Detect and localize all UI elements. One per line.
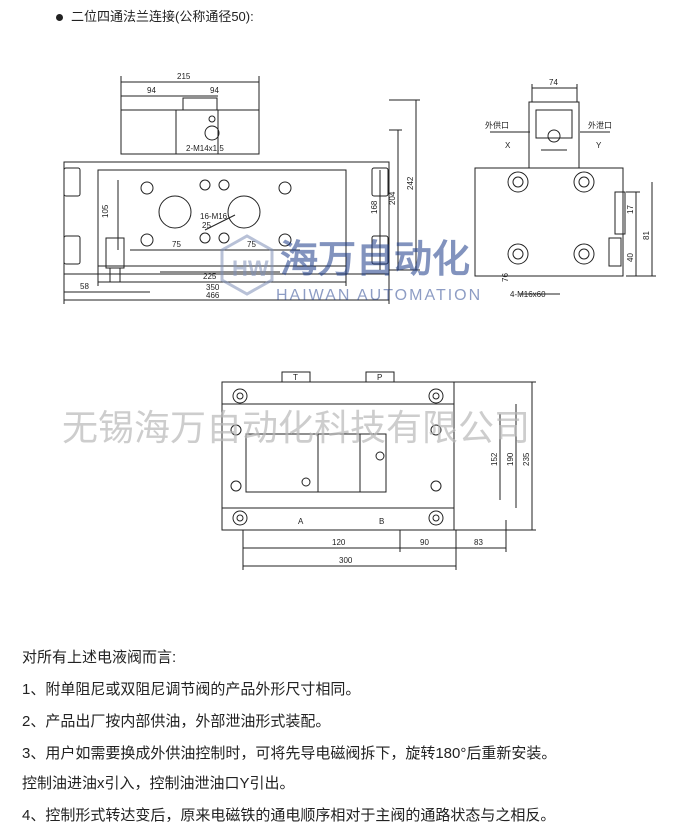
- port-b: B: [379, 517, 384, 526]
- bullet-icon: [56, 14, 63, 22]
- note-item-2: 2、产品出厂按内部供油，外部泄油形式装配。: [22, 713, 331, 730]
- dim-4-m16: 4-M16x60: [510, 290, 546, 299]
- heading-text: 二位四通法兰连接(公称通径50):: [71, 9, 254, 24]
- dim-74: 74: [549, 78, 558, 87]
- note-item-1: 1、附单阻尼或双阻尼调节阀的产品外形尺寸相同。: [22, 681, 361, 698]
- label-y: Y: [596, 141, 602, 150]
- dim-105: 105: [101, 204, 110, 218]
- side-main-body: [474, 167, 624, 277]
- notes-intro: 对所有上述电液阀而言:: [22, 649, 177, 666]
- label-drain-port: 外泄口: [588, 120, 612, 130]
- dim-40: 40: [626, 253, 635, 262]
- dim-190: 190: [506, 452, 515, 466]
- dim-90: 90: [420, 538, 429, 547]
- top-view: [221, 371, 536, 570]
- label-x: X: [505, 141, 511, 150]
- top-pilot-valve: [245, 433, 387, 493]
- dim-152: 152: [490, 452, 499, 466]
- dim-83: 83: [474, 538, 483, 547]
- main-body: [63, 161, 390, 275]
- watermark-company: 无锡海万自动化科技有限公司: [62, 407, 530, 448]
- top-main-body: [221, 381, 455, 531]
- dim-81: 81: [642, 231, 651, 240]
- dim-16-m16: 16-M16: [200, 212, 228, 221]
- port-t: T: [293, 373, 298, 382]
- pilot-port-circle: [204, 125, 220, 141]
- dim-thread: 2-M14x1.5: [186, 144, 224, 153]
- dim-25: 25: [202, 221, 211, 230]
- dim-225: 225: [203, 272, 217, 281]
- dim-75-right: 75: [247, 240, 256, 249]
- note-item-4: 4、控制形式转达变后，原来电磁铁的通电顺序相对于主阀的通路状态与之相反。: [22, 807, 556, 824]
- dim-204: 204: [388, 191, 397, 205]
- note-item-3-continued: 控制油进油x引入，控制油泄油口Y引出。: [22, 775, 295, 792]
- pilot-valve-top: [182, 97, 218, 111]
- dim-58: 58: [80, 282, 89, 291]
- dim-94-left: 94: [147, 86, 156, 95]
- dim-75-left: 75: [172, 240, 181, 249]
- dim-120: 120: [332, 538, 346, 547]
- dim-168: 168: [370, 200, 379, 214]
- port-a: A: [298, 517, 304, 526]
- label-supply-port: 外供口: [485, 120, 509, 130]
- svg-text:HW: HW: [232, 256, 269, 281]
- dimension-drawing: 215 94 94 2-M14x1.5 105 16-M16 25 75 75 …: [62, 72, 656, 570]
- front-port-left: [158, 195, 192, 229]
- watermark-brand-cn: 海万自动化: [280, 239, 470, 281]
- dim-94-right: 94: [210, 86, 219, 95]
- dim-466: 466: [206, 291, 220, 300]
- dim-242: 242: [406, 176, 415, 190]
- front-port-right: [227, 195, 261, 229]
- dim-350: 350: [206, 283, 220, 292]
- dim-215: 215: [177, 72, 191, 81]
- side-view: [474, 84, 656, 295]
- note-item-3: 3、用户如需要换成外供油控制时，可将先导电磁阀拆下，旋转180°后重新安装。: [22, 745, 557, 762]
- port-p: P: [377, 373, 382, 382]
- section-heading: 二位四通法兰连接(公称通径50):: [56, 6, 254, 25]
- dim-76: 76: [501, 273, 510, 282]
- watermark-logo: HW: [220, 234, 274, 296]
- dim-300: 300: [339, 556, 353, 565]
- dim-17: 17: [626, 205, 635, 214]
- watermark-brand-en: HAIWAN AUTOMATION: [276, 287, 482, 304]
- dim-235: 235: [522, 452, 531, 466]
